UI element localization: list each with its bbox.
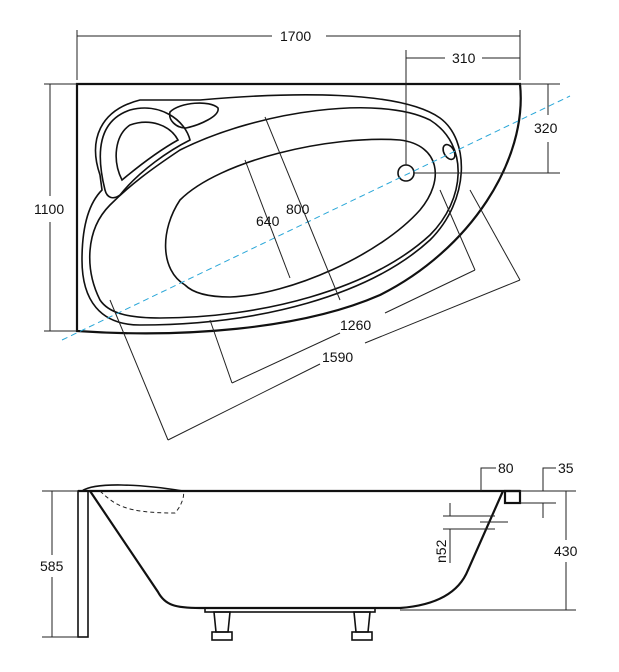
dim-length: 1700 xyxy=(280,28,311,44)
overflow-hole xyxy=(442,143,456,161)
dim-total-height: 585 xyxy=(40,558,64,574)
feet xyxy=(204,607,376,641)
handle xyxy=(168,102,219,129)
dim-rim-width: 80 xyxy=(498,460,514,476)
basin-outer xyxy=(88,107,459,319)
basin-inner xyxy=(164,138,436,298)
dim-width: 1100 xyxy=(34,201,64,217)
side-view: 80 35 n52 430 585 xyxy=(40,460,578,641)
drain xyxy=(397,164,415,182)
dim-inner-length: 1260 xyxy=(340,317,371,333)
dim-outer-inner-width: 800 xyxy=(286,201,310,217)
front-panel xyxy=(77,490,89,638)
outer-outline xyxy=(75,82,522,335)
headrest xyxy=(81,484,184,492)
dim-drain-x: 310 xyxy=(452,50,476,66)
dim-depth: 430 xyxy=(554,543,578,559)
dim-inner-width: 640 xyxy=(256,213,280,229)
dim-rim-thickness: 35 xyxy=(558,460,574,476)
dim-overflow: n52 xyxy=(433,539,449,563)
top-view: 1700 310 320 1100 640 800 1260 1590 xyxy=(34,28,571,441)
rim-flange xyxy=(503,489,522,505)
tub-body xyxy=(89,490,505,610)
headrest-dash xyxy=(99,490,185,514)
dim-drain-y: 320 xyxy=(534,120,558,136)
rim-outline xyxy=(81,93,463,326)
dim-outer-inner-length: 1590 xyxy=(322,349,353,365)
backrest xyxy=(99,107,191,199)
center-axis xyxy=(61,95,571,341)
